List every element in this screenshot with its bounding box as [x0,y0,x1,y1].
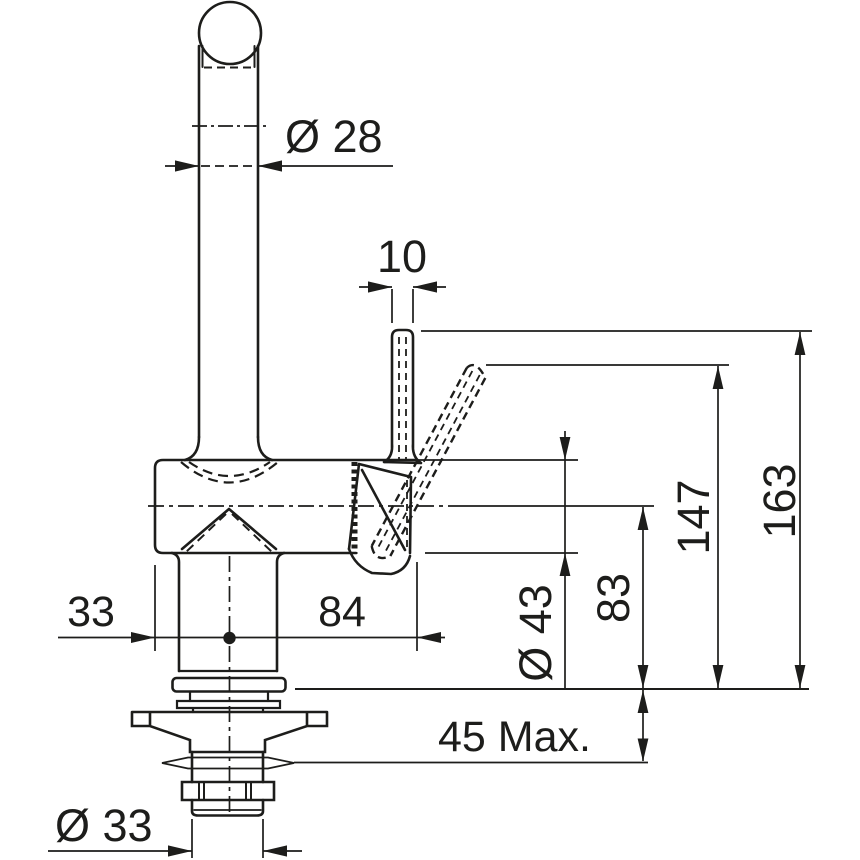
dim-label-body-length: 84 [318,588,366,636]
lock-nut [180,780,276,802]
washer [175,699,282,714]
faucet-outline [130,0,423,817]
dim-overall-height [794,332,806,688]
countertop-reference [161,688,809,770]
spout-tube [197,44,260,439]
counter-seal-washer [161,756,295,770]
body-cone-hidden [185,513,273,553]
dim-label-spout-axis-height: 83 [588,573,639,623]
threaded-shank [190,798,265,817]
lever-vertical [382,328,423,465]
spout-tube-fillets [183,435,274,462]
spout-collar [201,45,256,68]
body-bore-hidden [180,461,279,484]
dim-shank-diameter [48,819,302,858]
cartridge-collar [347,462,413,555]
lock-nut-facets [198,782,252,800]
shank-upper [190,750,265,784]
dim-spout-diameter [165,160,393,172]
dim-label-lever-width: 10 [377,231,427,282]
dim-label-lever-tilted-height: 147 [668,479,719,554]
dim-label-body-diameter: Ø 43 [510,584,561,682]
dim-offset-and-body-length [58,562,445,651]
spout-top-circle [197,0,263,66]
dim-body-diameter [559,431,571,688]
dimension-labels: Ø 28 10 163 147 83 Ø 43 33 84 45 Max. Ø … [55,111,805,851]
dim-label-left-offset: 33 [67,588,115,636]
base-ring-neck [188,690,270,703]
dimension-annotations [48,160,812,858]
dim-lever-tilted-height [712,366,724,688]
base-column [170,551,286,673]
dim-label-shank-diameter: Ø 33 [55,800,153,851]
dim-lever-width [359,281,446,323]
dim-spout-axis-height [637,507,649,688]
body-cone [180,507,278,551]
hidden-lines [180,66,487,560]
dim-label-counter-thickness: 45 Max. [438,713,591,761]
dim-counter-thickness [637,690,649,762]
cartridge-bottom [347,547,412,576]
lever-bore-hidden [398,337,408,549]
dim-label-overall-height: 163 [754,463,805,538]
dim-label-spout-diameter: Ø 28 [285,111,383,162]
